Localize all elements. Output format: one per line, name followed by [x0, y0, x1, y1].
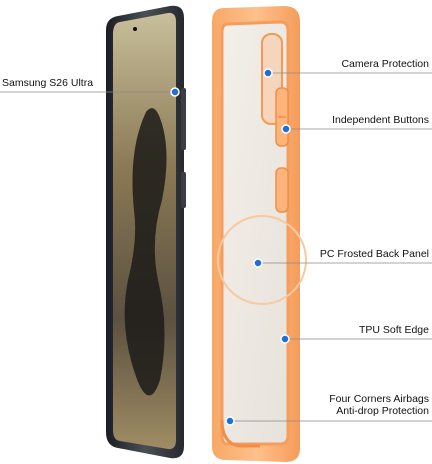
case-magnetic-ring [217, 215, 307, 305]
dot-camera [263, 68, 273, 78]
phone-camera-hole [133, 27, 137, 31]
dot-buttons [281, 124, 291, 134]
phone-case [212, 6, 307, 462]
callout-dots [170, 68, 291, 426]
label-soft-edge: TPU Soft Edge [358, 324, 429, 336]
case-inner-rim [220, 20, 290, 446]
case-corner-airbag [220, 419, 260, 448]
dot-phone-model [170, 87, 180, 97]
case-power-cover [275, 167, 289, 213]
label-independent-buttons: Independent Buttons [332, 114, 429, 126]
dot-soft-edge [280, 334, 290, 344]
phone-power-button [181, 172, 186, 208]
phone-volume-button [181, 88, 186, 150]
phone-wallpaper-shape [124, 108, 167, 396]
case-back-panel [222, 22, 288, 444]
dot-back-panel [253, 258, 263, 268]
label-phone-model: Samsung S26 Ultra [2, 77, 94, 89]
label-back-panel: PC Frosted Back Panel [319, 248, 429, 260]
phone [106, 5, 186, 459]
callout-lines [0, 72, 432, 422]
label-camera-protection: Camera Protection [341, 58, 429, 70]
dot-airbags [225, 416, 235, 426]
label-airbags-line1: Four Corners Airbags [329, 393, 429, 405]
label-airbags-line2: Anti-drop Protection [336, 405, 429, 417]
